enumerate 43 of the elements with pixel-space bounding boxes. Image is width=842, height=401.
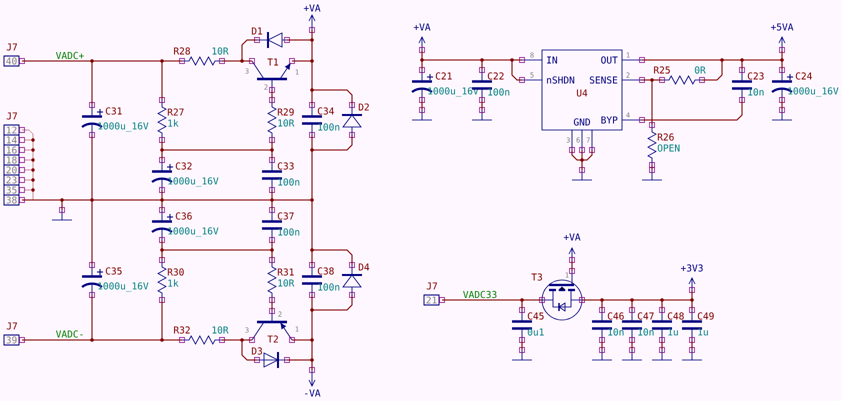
ground-symbol bbox=[412, 107, 432, 120]
ground-symbol bbox=[52, 207, 72, 220]
wire bbox=[312, 30, 352, 106]
node-label: 20 bbox=[6, 166, 17, 174]
wire bbox=[312, 294, 352, 310]
node-label: J7 bbox=[6, 43, 18, 51]
node-label: J7 bbox=[426, 282, 438, 290]
wire bbox=[642, 80, 653, 126]
ground-symbol bbox=[642, 167, 662, 180]
node-label: 18 bbox=[6, 156, 17, 164]
node-label: 23 bbox=[6, 176, 17, 184]
ground-symbol bbox=[512, 347, 532, 360]
node-label: 12 bbox=[6, 126, 16, 134]
node-label: 14 bbox=[6, 136, 17, 144]
ground-symbol bbox=[772, 107, 792, 120]
wire bbox=[642, 60, 783, 70]
node-label: J7 bbox=[6, 112, 18, 120]
wire bbox=[652, 164, 653, 170]
ground-symbol bbox=[572, 167, 592, 180]
node-label: 16 bbox=[6, 146, 17, 154]
wire bbox=[222, 40, 258, 62]
ground-symbol bbox=[682, 347, 702, 360]
ground-symbol bbox=[592, 347, 612, 360]
wire bbox=[312, 134, 352, 150]
wire bbox=[782, 100, 783, 110]
ground-symbol bbox=[652, 347, 672, 360]
wire bbox=[632, 340, 633, 350]
wire bbox=[22, 60, 182, 62]
connector-pin: J7 12 14 16 18 20 23 35 38 bbox=[4, 112, 35, 206]
ground-symbol bbox=[622, 347, 642, 360]
node-label: 38 bbox=[6, 196, 17, 204]
connector-pin: J7 21 bbox=[424, 282, 445, 306]
wire bbox=[222, 340, 258, 360]
node-label: J7 bbox=[6, 322, 18, 330]
wire bbox=[582, 150, 592, 170]
wire bbox=[162, 240, 272, 250]
wire bbox=[312, 250, 352, 266]
connector-pin: J7 39 bbox=[4, 322, 25, 346]
wire bbox=[642, 100, 743, 120]
ground-symbol bbox=[472, 107, 492, 120]
wire bbox=[162, 140, 272, 150]
wire bbox=[422, 50, 522, 80]
connector-pin: J7 40 bbox=[4, 43, 25, 66]
